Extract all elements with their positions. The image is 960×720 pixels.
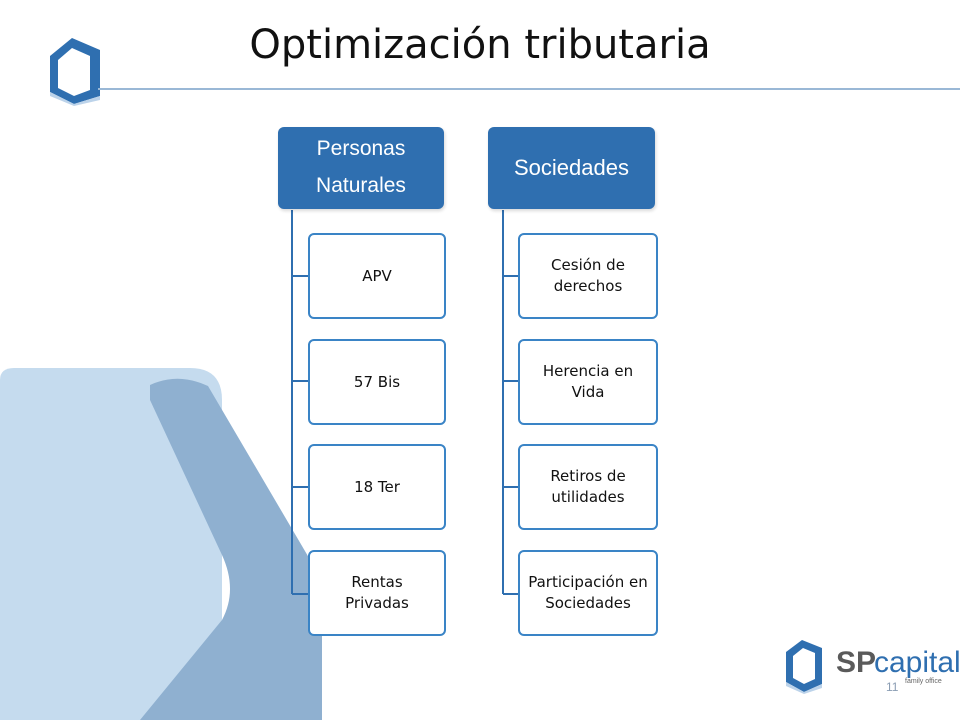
header-line-2: Naturales (316, 174, 406, 197)
box-rentas-privadas: Rentas Privadas (308, 550, 446, 636)
box-cesion-de-derechos: Cesión de derechos (518, 233, 658, 319)
header-line-1: Personas (316, 137, 406, 161)
header-sociedades: Sociedades (488, 127, 655, 209)
brand-sp-text: SP (836, 646, 877, 679)
background-shape-light (0, 368, 222, 720)
brand-tagline: family office (905, 678, 942, 685)
box-participacion-en-sociedades: Participación en Sociedades (518, 550, 658, 636)
box-herencia-en-vida: Herencia en Vida (518, 339, 658, 425)
background-shape-dark (140, 378, 322, 720)
box-apv: APV (308, 233, 446, 319)
box-18-ter: 18 Ter (308, 444, 446, 530)
page-number: 11 (886, 680, 899, 694)
sp-capital-logo-icon (786, 640, 822, 694)
house-logo-icon (50, 38, 100, 106)
title-divider (98, 88, 960, 90)
brand-capital-text: capital (874, 646, 960, 679)
box-retiros-de-utilidades: Retiros de utilidades (518, 444, 658, 530)
box-57-bis: 57 Bis (308, 339, 446, 425)
header-personas-naturales: Personas Naturales (278, 127, 444, 209)
slide-title: Optimización tributaria (249, 22, 711, 68)
